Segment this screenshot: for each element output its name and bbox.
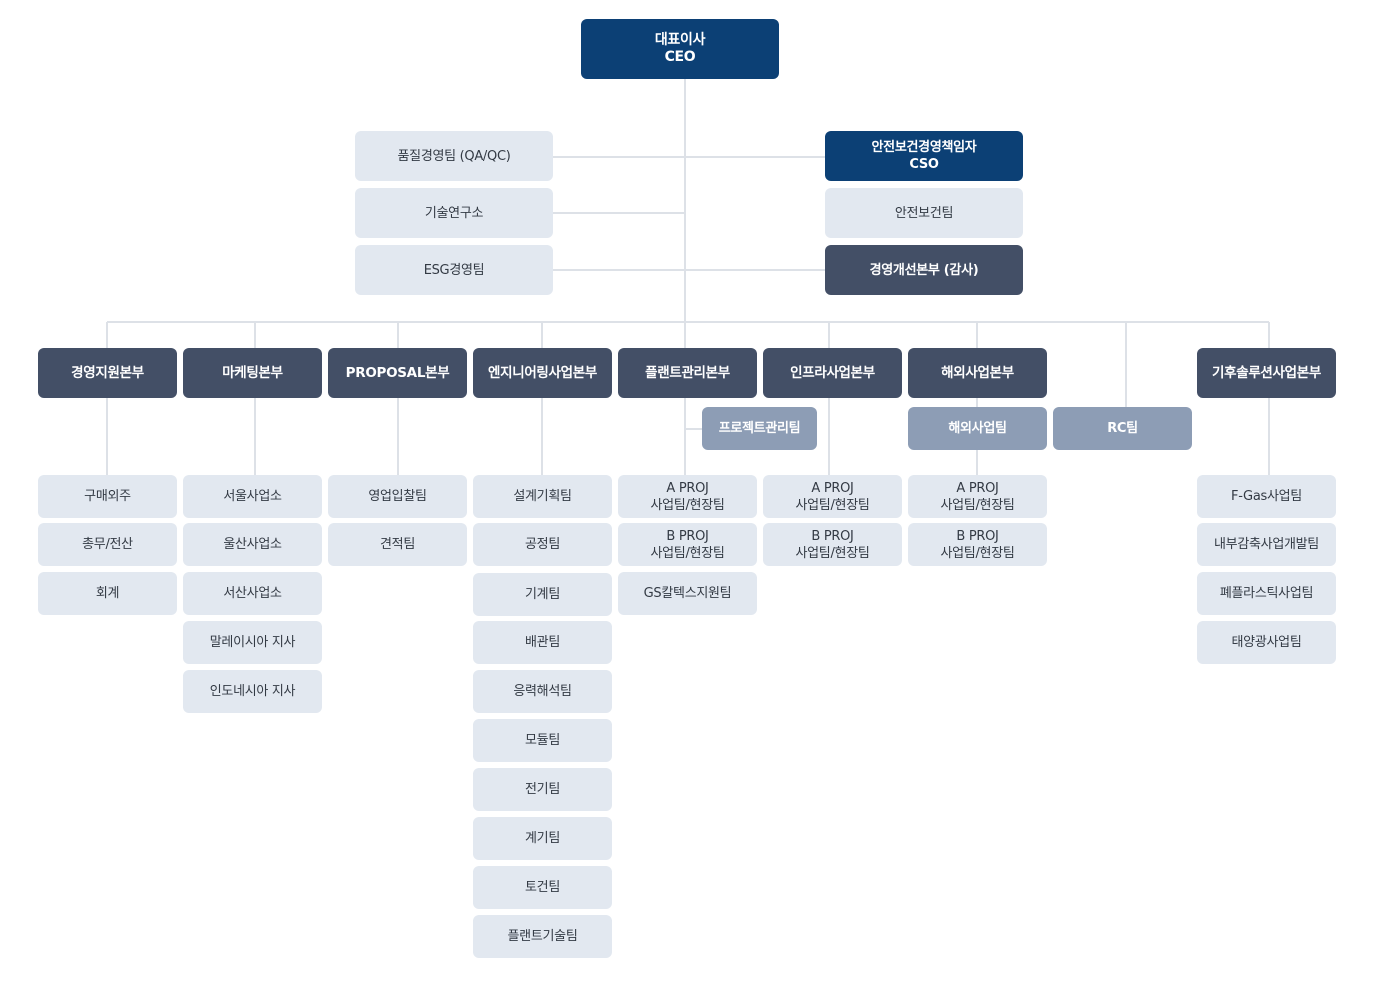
division-infrastructure[interactable]: 인프라사업본부 <box>763 348 902 398</box>
team-malaysia-branch[interactable]: 말레이시아 지사 <box>183 621 322 664</box>
team-accounting[interactable]: 회계 <box>38 572 177 615</box>
team-civil[interactable]: 토건팀 <box>473 866 612 909</box>
team-stress-analysis[interactable]: 응력해석팀 <box>473 670 612 713</box>
team-design-planning[interactable]: 설계기획팀 <box>473 475 612 518</box>
team-estimation[interactable]: 견적팀 <box>328 523 467 566</box>
qa-qc-team-box[interactable]: 품질경영팀 (QA/QC) <box>355 131 553 181</box>
team-piping[interactable]: 배관팀 <box>473 621 612 664</box>
team-sales-bidding[interactable]: 영업입찰팀 <box>328 475 467 518</box>
ceo-box[interactable]: 대표이사 CEO <box>581 19 779 79</box>
safety-health-team-box[interactable]: 안전보건팀 <box>825 188 1023 238</box>
team-plant-technology[interactable]: 플랜트기술팀 <box>473 915 612 958</box>
division-marketing[interactable]: 마케팅본부 <box>183 348 322 398</box>
team-infra-a-proj[interactable]: A PROJ 사업팀/현장팀 <box>763 475 902 518</box>
team-instrument[interactable]: 계기팀 <box>473 817 612 860</box>
team-module[interactable]: 모듈팀 <box>473 719 612 762</box>
division-engineering[interactable]: 엔지니어링사업본부 <box>473 348 612 398</box>
division-plant-management[interactable]: 플랜트관리본부 <box>618 348 757 398</box>
team-infra-b-proj[interactable]: B PROJ 사업팀/현장팀 <box>763 523 902 566</box>
team-ulsan-office[interactable]: 울산사업소 <box>183 523 322 566</box>
team-mechanical[interactable]: 기계팀 <box>473 573 612 616</box>
team-overseas-a-proj[interactable]: A PROJ 사업팀/현장팀 <box>908 475 1047 518</box>
team-general-affairs-it[interactable]: 총무/전산 <box>38 523 177 566</box>
team-waste-plastic[interactable]: 폐플라스틱사업팀 <box>1197 572 1336 615</box>
team-f-gas[interactable]: F-Gas사업팀 <box>1197 475 1336 518</box>
team-seosan-office[interactable]: 서산사업소 <box>183 572 322 615</box>
division-overseas[interactable]: 해외사업본부 <box>908 348 1047 398</box>
division-management-support[interactable]: 경영지원본부 <box>38 348 177 398</box>
rc-team-box[interactable]: RC팀 <box>1053 407 1192 450</box>
team-solar[interactable]: 태양광사업팀 <box>1197 621 1336 664</box>
team-plant-b-proj[interactable]: B PROJ 사업팀/현장팀 <box>618 523 757 566</box>
team-electrical[interactable]: 전기팀 <box>473 768 612 811</box>
team-purchasing[interactable]: 구매외주 <box>38 475 177 518</box>
research-institute-box[interactable]: 기술연구소 <box>355 188 553 238</box>
project-management-team-box[interactable]: 프로젝트관리팀 <box>702 407 817 450</box>
team-seoul-office[interactable]: 서울사업소 <box>183 475 322 518</box>
audit-division-box[interactable]: 경영개선본부 (감사) <box>825 245 1023 295</box>
team-indonesia-branch[interactable]: 인도네시아 지사 <box>183 670 322 713</box>
esg-team-box[interactable]: ESG경영팀 <box>355 245 553 295</box>
division-climate-solution[interactable]: 기후솔루션사업본부 <box>1197 348 1336 398</box>
team-gs-caltex-support[interactable]: GS칼텍스지원팀 <box>618 572 757 615</box>
overseas-business-team-box[interactable]: 해외사업팀 <box>908 407 1047 450</box>
cso-box[interactable]: 안전보건경영책임자 CSO <box>825 131 1023 181</box>
team-overseas-b-proj[interactable]: B PROJ 사업팀/현장팀 <box>908 523 1047 566</box>
team-internal-reduction[interactable]: 내부감축사업개발팀 <box>1197 523 1336 566</box>
division-proposal[interactable]: PROPOSAL본부 <box>328 348 467 398</box>
team-plant-a-proj[interactable]: A PROJ 사업팀/현장팀 <box>618 475 757 518</box>
team-process[interactable]: 공정팀 <box>473 523 612 566</box>
